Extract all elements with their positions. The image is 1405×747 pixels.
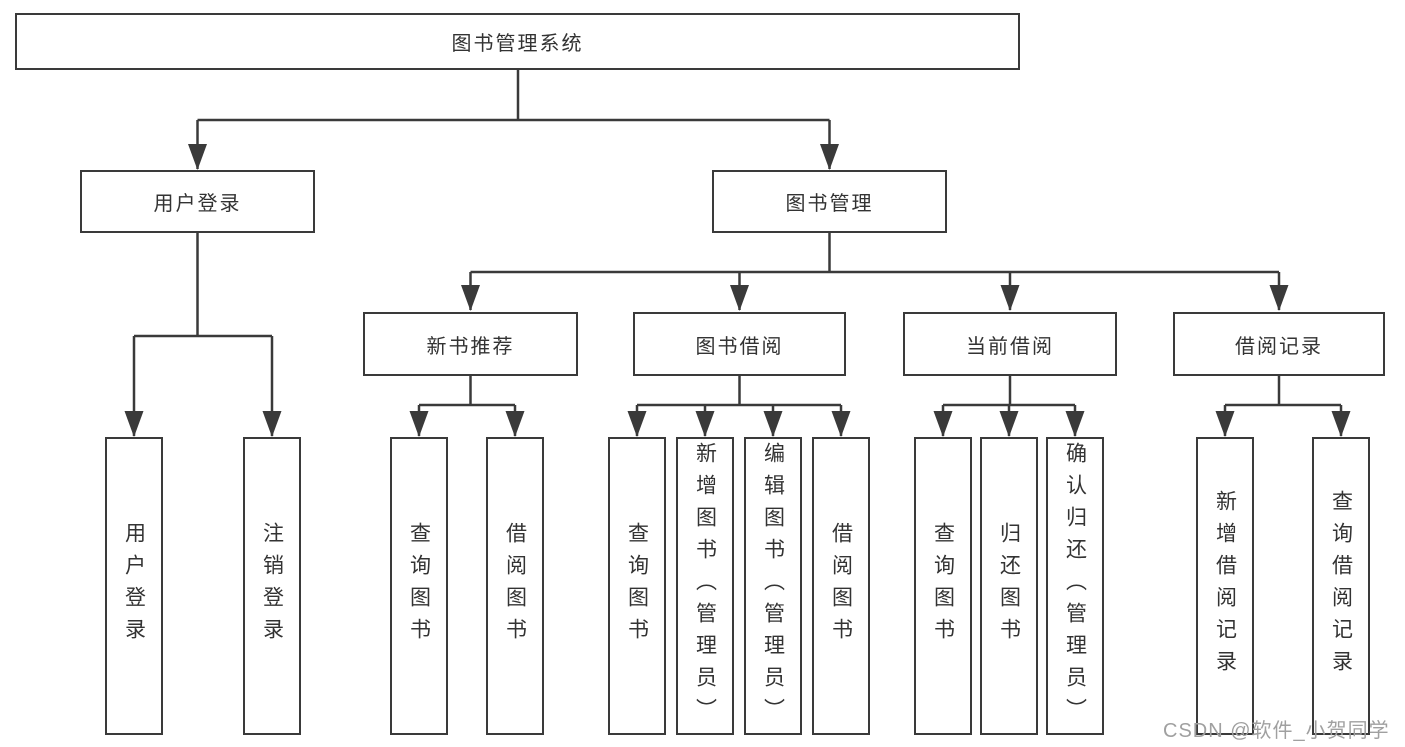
- leaf-bb-query-books: 查询图书: [608, 437, 666, 735]
- leaf-nbr-borrow-books-label: 借阅图书: [503, 522, 527, 650]
- leaf-bb-borrow-books: 借阅图书: [812, 437, 870, 735]
- leaf-bb-add-books-admin-label: 新增图书（管理员）: [693, 442, 717, 730]
- node-user-login: 用户登录: [80, 170, 315, 233]
- leaf-cb-confirm-return-admin: 确认归还（管理员）: [1046, 437, 1104, 735]
- leaf-nbr-query-books-label: 查询图书: [407, 522, 431, 650]
- leaf-cb-return-books-label: 归还图书: [997, 522, 1021, 650]
- leaf-bb-add-books-admin: 新增图书（管理员）: [676, 437, 734, 735]
- leaf-nbr-borrow-books: 借阅图书: [486, 437, 544, 735]
- csdn-watermark: CSDN @软件_小贺同学: [1163, 720, 1390, 742]
- leaf-br-query-record-label: 查询借阅记录: [1329, 490, 1353, 682]
- leaf-user-login-label: 用户登录: [122, 522, 146, 650]
- node-borrow-records: 借阅记录: [1173, 312, 1385, 376]
- leaf-logout: 注销登录: [243, 437, 301, 735]
- leaf-nbr-query-books: 查询图书: [390, 437, 448, 735]
- leaf-logout-label: 注销登录: [260, 522, 284, 650]
- leaf-bb-borrow-books-label: 借阅图书: [829, 522, 853, 650]
- leaf-bb-edit-books-admin: 编辑图书（管理员）: [744, 437, 802, 735]
- leaf-br-add-record-label: 新增借阅记录: [1213, 490, 1237, 682]
- leaf-cb-return-books: 归还图书: [980, 437, 1038, 735]
- node-book-borrow: 图书借阅: [633, 312, 846, 376]
- node-current-borrow-label: 当前借阅: [966, 335, 1054, 358]
- leaf-cb-query-books-label: 查询图书: [931, 522, 955, 650]
- node-book-management-label: 图书管理: [785, 193, 874, 215]
- leaf-br-query-record: 查询借阅记录: [1312, 437, 1370, 735]
- node-root: 图书管理系统: [15, 13, 1020, 70]
- node-new-book-recommend: 新书推荐: [363, 312, 578, 376]
- node-borrow-records-label: 借阅记录: [1235, 335, 1323, 358]
- leaf-cb-query-books: 查询图书: [914, 437, 972, 735]
- node-root-label: 图书管理系统: [451, 33, 584, 55]
- node-current-borrow: 当前借阅: [903, 312, 1117, 376]
- node-book-management: 图书管理: [712, 170, 947, 233]
- node-book-borrow-label: 图书借阅: [695, 335, 784, 358]
- leaf-bb-edit-books-admin-label: 编辑图书（管理员）: [761, 442, 785, 730]
- leaf-cb-confirm-return-admin-label: 确认归还（管理员）: [1063, 442, 1087, 730]
- node-new-book-recommend-label: 新书推荐: [426, 335, 515, 358]
- leaf-bb-query-books-label: 查询图书: [625, 522, 649, 650]
- leaf-user-login: 用户登录: [105, 437, 163, 735]
- node-user-login-label: 用户登录: [153, 193, 242, 215]
- leaf-br-add-record: 新增借阅记录: [1196, 437, 1254, 735]
